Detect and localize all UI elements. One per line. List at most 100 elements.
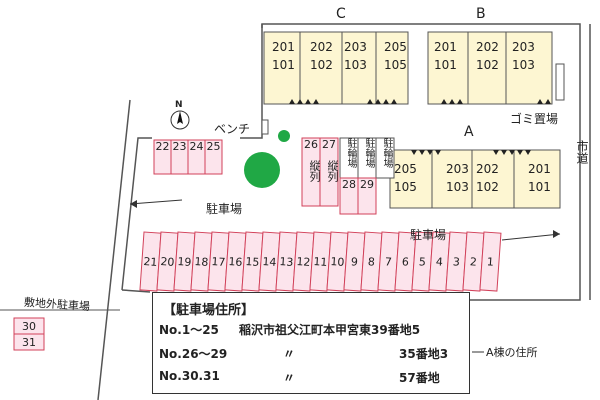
entrance-marker <box>435 150 441 155</box>
arrow-right <box>501 230 561 241</box>
bike-parking-3 <box>375 137 395 179</box>
parking-spot-number: 25 <box>207 140 221 153</box>
bike-label-2: 駐輪場 <box>363 138 374 168</box>
parking-spot-number: 4 <box>435 255 443 268</box>
info-row-3-ditto: 〃 <box>283 371 296 385</box>
parking-spot-18: 18 <box>190 231 213 292</box>
parking-spot-19: 19 <box>173 231 196 292</box>
unit-a-101: 101 <box>528 180 551 194</box>
building-c-letter: C <box>336 6 346 22</box>
parking-spot-number: 26 <box>304 138 318 151</box>
parking-spot-25: 25 <box>204 139 223 175</box>
parking-spot-number: 16 <box>228 255 243 269</box>
entrance-marker <box>525 150 531 155</box>
unit-c-101: 101 <box>272 58 295 72</box>
entrance-marker <box>367 99 373 104</box>
unit-b-102: 102 <box>476 58 499 72</box>
unit-c-202: 202 <box>310 40 333 54</box>
garbage-label: ゴミ置場 <box>510 112 559 126</box>
parking-spot-number: 9 <box>350 255 358 268</box>
parking-spot-11: 11 <box>309 231 332 292</box>
unit-c-102: 102 <box>310 58 333 72</box>
entrance-marker <box>305 99 311 104</box>
info-row-3-addr: 57番地 <box>399 371 440 385</box>
road-edge-left <box>97 99 131 400</box>
parking-spot-30: 30 <box>13 317 45 335</box>
unit-a-205: 205 <box>394 162 417 176</box>
parking-spot-number: 20 <box>160 255 175 269</box>
unit-c-103: 103 <box>344 58 367 72</box>
parking-spot-4: 4 <box>428 231 451 292</box>
parking-spot-number: 17 <box>211 255 226 269</box>
building-c <box>263 31 409 105</box>
tandem-label-27: 縦列 <box>326 160 339 182</box>
building-a-letter: A <box>464 124 474 140</box>
parking-label-left: 駐車場 <box>206 202 243 216</box>
entrance-marker <box>537 99 543 104</box>
parking-spot-number: 13 <box>279 255 294 269</box>
entrance-marker <box>501 150 507 155</box>
parking-spot-28: 28 <box>339 177 359 215</box>
parking-spot-number: 14 <box>262 255 277 269</box>
unit-b-103: 103 <box>512 58 535 72</box>
parking-spot-16: 16 <box>224 231 247 292</box>
unit-c-203: 203 <box>344 40 367 54</box>
entrance-marker <box>297 99 303 104</box>
parking-spot-1: 1 <box>479 231 502 292</box>
a-building-address-note: A棟の住所 <box>486 346 538 359</box>
parking-spot-13: 13 <box>275 231 298 292</box>
compass-arrow <box>177 111 183 124</box>
parking-spot-number: 21 <box>143 255 158 269</box>
entrance-marker <box>509 150 515 155</box>
entrance-marker <box>313 99 319 104</box>
site-boundary-left <box>121 137 152 291</box>
entrance-marker <box>419 150 425 155</box>
city-road-label: 市道 <box>575 140 589 164</box>
arrow-left <box>129 199 183 208</box>
unit-a-203: 203 <box>446 162 469 176</box>
parking-spot-number: 15 <box>245 255 260 269</box>
parking-spot-number: 22 <box>156 140 170 153</box>
parking-spot-number: 11 <box>313 255 328 269</box>
parking-spot-26: 26 <box>301 137 321 207</box>
entrance-marker <box>457 99 463 104</box>
info-title: 【駐車場住所】 <box>163 303 255 318</box>
garbage-station <box>555 63 565 101</box>
parking-address-box: 【駐車場住所】 No.1～25 稲沢市祖父江町本甲宮東39番地5 No.26～2… <box>152 292 470 394</box>
parking-spot-12: 12 <box>292 231 315 292</box>
parking-spot-number: 5 <box>418 255 426 268</box>
unit-a-103: 103 <box>446 180 469 194</box>
entrance-markers <box>289 99 551 155</box>
parking-spot-9: 9 <box>343 231 366 292</box>
unit-a-105: 105 <box>394 180 417 194</box>
parking-spot-15: 15 <box>241 231 264 292</box>
site-boundary-bottom <box>121 289 151 293</box>
unit-b-203: 203 <box>512 40 535 54</box>
parking-spot-27: 27 <box>319 137 339 207</box>
bench-label: ベンチ <box>214 122 251 136</box>
parking-spot-number: 30 <box>22 320 36 333</box>
parking-spot-number: 1 <box>486 255 494 268</box>
unit-b-101: 101 <box>434 58 457 72</box>
parking-spot-number: 7 <box>384 255 392 268</box>
parking-spot-20: 20 <box>156 231 179 292</box>
entrance-marker <box>545 99 551 104</box>
bike-label-1: 駐輪場 <box>345 138 356 168</box>
unit-a-102: 102 <box>476 180 499 194</box>
parking-label-right: 駐車場 <box>410 228 447 242</box>
unit-c-105: 105 <box>384 58 407 72</box>
tree-small <box>278 130 290 142</box>
entrance-marker <box>441 99 447 104</box>
parking-spot-23: 23 <box>170 139 189 175</box>
entrance-marker <box>383 99 389 104</box>
parking-spot-number: 10 <box>330 255 345 269</box>
parking-spot-22: 22 <box>153 139 172 175</box>
unit-a-201: 201 <box>528 162 551 176</box>
parking-spot-number: 31 <box>22 336 36 349</box>
compass-n: N <box>175 100 183 110</box>
parking-spot-number: 2 <box>469 255 477 268</box>
entrance-marker <box>391 99 397 104</box>
parking-spot-number: 8 <box>367 255 375 268</box>
